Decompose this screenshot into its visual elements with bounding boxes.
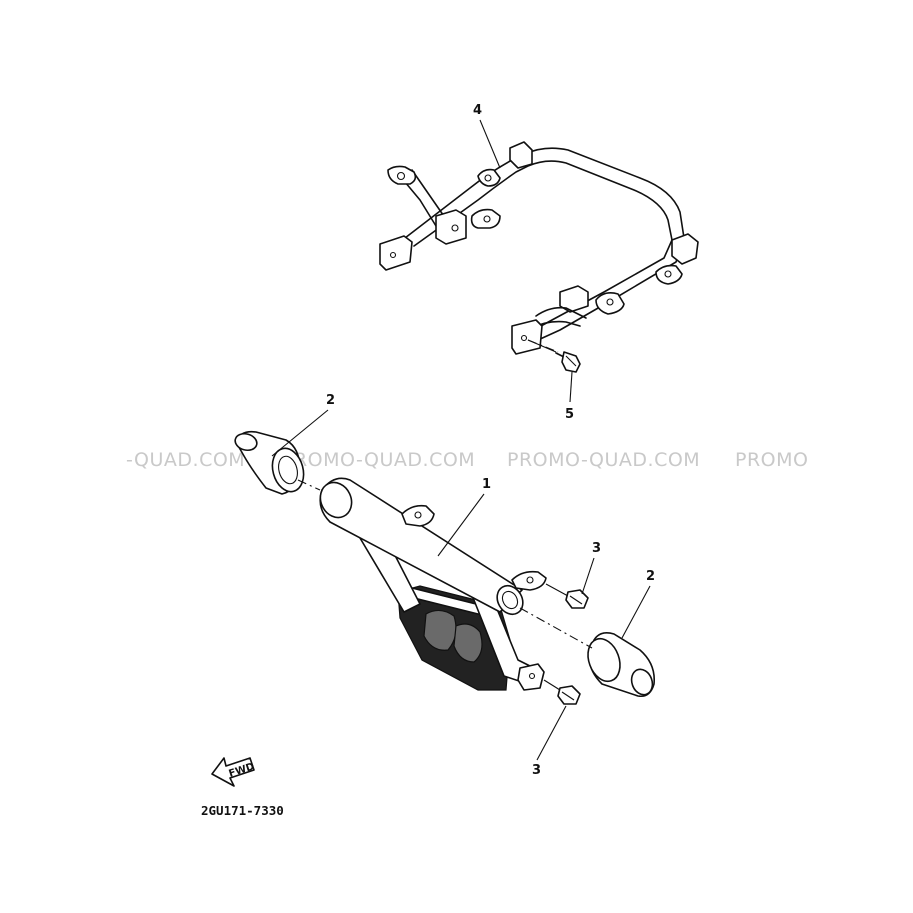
callout-label-5: 5 xyxy=(565,407,574,422)
callout-5: 5 xyxy=(565,371,574,422)
end-cap-left-part-2 xyxy=(234,430,305,495)
callout-label-2-right: 2 xyxy=(646,569,655,584)
callout-2-right: 2 xyxy=(621,569,655,639)
callout-label-3-lower: 3 xyxy=(532,763,541,778)
bolt-part-5 xyxy=(555,351,581,373)
watermark-text-1: -QUAD.COM xyxy=(126,449,245,471)
watermark-band: -QUAD.COM PROMO-QUAD.COM PROMO-QUAD.COM … xyxy=(126,449,808,471)
bolt-lower-part-3 xyxy=(543,679,581,705)
bolt-upper-part-3 xyxy=(545,583,589,609)
centerline-left xyxy=(297,479,321,491)
callout-label-1: 1 xyxy=(482,477,491,492)
fwd-arrow-icon: FWD xyxy=(211,757,256,787)
part-code: 2GU171-7330 xyxy=(201,803,284,818)
callout-2-left: 2 xyxy=(271,393,335,457)
callout-label-3-upper: 3 xyxy=(592,541,601,556)
watermark-text-3: PROMO-QUAD.COM xyxy=(507,449,700,471)
callout-3-upper: 3 xyxy=(581,541,601,595)
watermark-text-4: PROMO xyxy=(735,449,808,471)
frame-bracket-part-4 xyxy=(379,141,699,355)
end-cap-right-part-2 xyxy=(587,632,656,698)
callout-4: 4 xyxy=(473,103,501,169)
callout-label-4: 4 xyxy=(473,103,482,118)
centerline-frame xyxy=(527,339,559,353)
callout-1: 1 xyxy=(437,477,491,557)
callout-label-2-left: 2 xyxy=(326,393,335,408)
callout-3-lower: 3 xyxy=(532,705,567,778)
bumper-part-1 xyxy=(319,477,547,691)
watermark-text-2: PROMO-QUAD.COM xyxy=(282,449,475,471)
centerline-right xyxy=(519,607,593,649)
